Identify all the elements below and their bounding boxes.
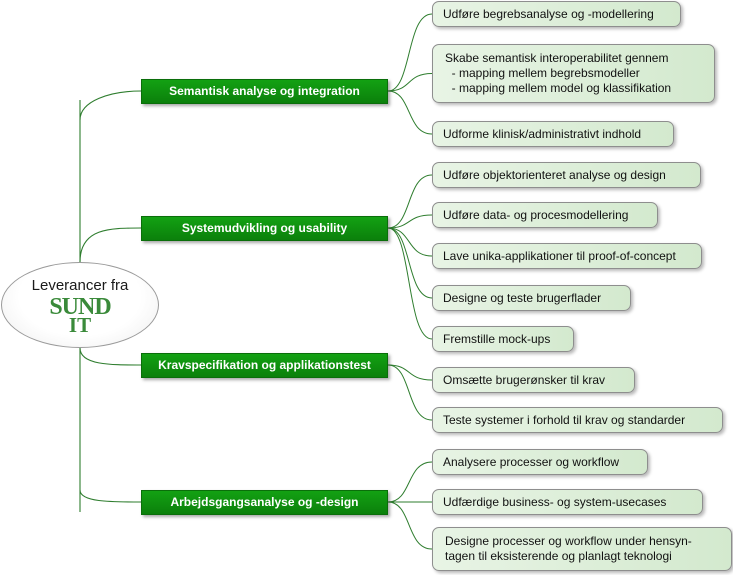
leaf-connector xyxy=(387,90,433,135)
leaf-text: Teste systemer i forhold til krav og sta… xyxy=(443,413,686,427)
leaf-node: Udføre objektorienteret analyse og desig… xyxy=(432,162,701,188)
leaf-text: Udføre data- og procesmodellering xyxy=(443,208,629,222)
branch-node: Semantisk analyse og integration xyxy=(141,79,388,104)
leaf-node: Omsætte brugerønsker til krav xyxy=(432,367,635,393)
leaf-connector xyxy=(387,214,433,229)
leaf-connector xyxy=(387,364,433,381)
leaf-node: Fremstille mock-ups xyxy=(432,326,574,352)
leaf-text: tagen til eksisterende og planlagt tekno… xyxy=(445,549,672,563)
branch-connector xyxy=(79,347,142,366)
sundit-logo: SUND IT xyxy=(2,295,158,336)
leaf-connector xyxy=(387,364,433,421)
leaf-connector xyxy=(387,13,433,92)
branch-node: Arbejdsgangsanalyse og -design xyxy=(141,490,388,515)
leaf-connector xyxy=(387,501,433,550)
leaf-connector xyxy=(387,174,433,229)
leaf-node: Udfærdige business- og system-usecases xyxy=(432,489,703,515)
leaf-text: Fremstille mock-ups xyxy=(443,332,551,346)
leaf-node: Teste systemer i forhold til krav og sta… xyxy=(432,407,723,433)
branch-connector xyxy=(79,227,142,263)
leaf-node: Udforme klinisk/administrativt indhold xyxy=(432,121,674,147)
logo-text-top: SUND xyxy=(49,294,111,320)
branch-connector xyxy=(79,489,142,503)
leaf-text: Designe processer og workflow under hens… xyxy=(445,534,692,548)
leaf-connector xyxy=(387,227,433,257)
leaf-node: Analysere processer og workflow xyxy=(432,449,648,475)
leaf-text: Lave unika-applikationer til proof-of-co… xyxy=(443,249,676,263)
leaf-connector xyxy=(387,227,433,299)
leaf-node: Udføre data- og procesmodellering xyxy=(432,202,658,228)
branch-node: Systemudvikling og usability xyxy=(141,216,388,241)
logo-text-bottom: IT xyxy=(68,313,92,337)
leaf-text: - mapping mellem begrebsmodeller xyxy=(445,66,640,80)
leaf-text: Designe og teste brugerflader xyxy=(443,291,602,305)
leaf-node: Designe processer og workflow under hens… xyxy=(432,527,732,571)
leaf-text: Analysere processer og workflow xyxy=(443,455,620,469)
branch-connector xyxy=(79,90,142,121)
leaf-connector xyxy=(387,227,433,340)
leaf-node: Lave unika-applikationer til proof-of-co… xyxy=(432,243,702,269)
leaf-node: Designe og teste brugerflader xyxy=(432,285,631,311)
leaf-text: Skabe semantisk interoperabilitet gennem xyxy=(445,51,669,65)
leaf-connector xyxy=(387,73,433,92)
branch-node: Kravspecifikation og applikationstest xyxy=(141,353,388,378)
leaf-text: Udføre begrebsanalyse og -modellering xyxy=(443,7,654,21)
leaf-node: Skabe semantisk interoperabilitet gennem… xyxy=(432,44,715,103)
leaf-connector xyxy=(387,461,433,503)
leaf-text: - mapping mellem model og klassifikation xyxy=(445,81,672,95)
leaf-node: Udføre begrebsanalyse og -modellering xyxy=(432,1,681,27)
leaf-text: Udforme klinisk/administrativt indhold xyxy=(443,127,642,141)
leaf-text: Udfærdige business- og system-usecases xyxy=(443,495,667,509)
root-label: Leverancer fra xyxy=(31,277,129,294)
leaf-text: Omsætte brugerønsker til krav xyxy=(443,373,606,387)
root-node: Leverancer fra SUND IT xyxy=(1,262,159,348)
leaf-text: Udføre objektorienteret analyse og desig… xyxy=(443,168,666,182)
